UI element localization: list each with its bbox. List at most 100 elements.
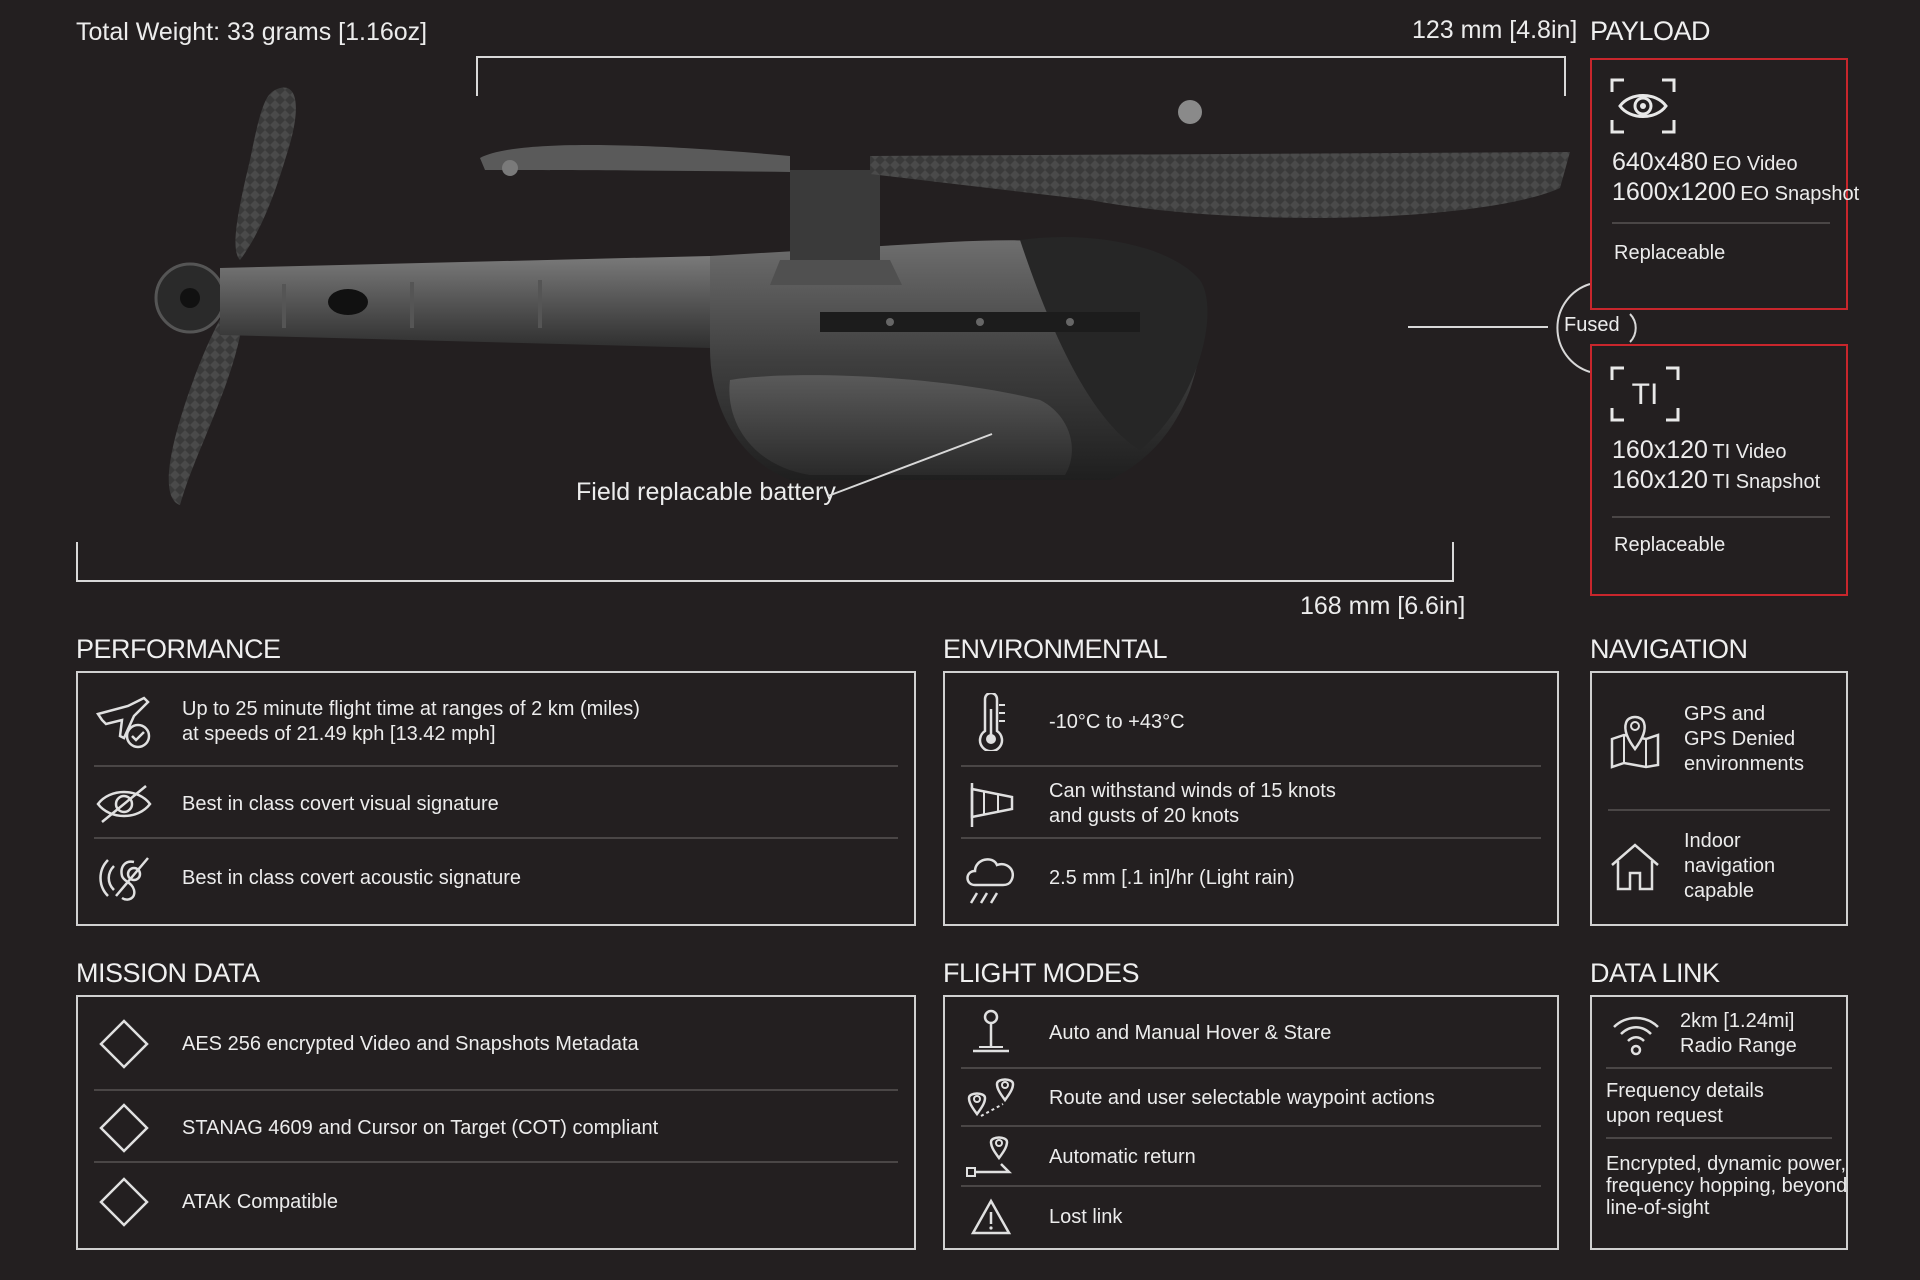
navigation-item-gps: GPS and GPS Denied environments — [1608, 689, 1830, 789]
mission-data-panel: AES 256 encrypted Video and Snapshots Me… — [76, 995, 916, 1250]
battery-callout-label: Field replacable battery — [576, 478, 836, 506]
eo-separator — [1612, 222, 1830, 224]
flight-modes-title: FLIGHT MODES — [943, 958, 1140, 988]
flight-mode-return-text: Automatic return — [1049, 1145, 1196, 1168]
rotor-span-dimension-label: 168 mm [6.6in] — [1300, 592, 1466, 620]
wind-text-2: and gusts of 20 knots — [1049, 805, 1240, 827]
data-link-encryption-text-3: line-of-sight — [1606, 1197, 1710, 1219]
navigation-title: NAVIGATION — [1590, 634, 1748, 664]
mission-item-aes: AES 256 encrypted Video and Snapshots Me… — [94, 1007, 898, 1081]
nav-gps-text-2: GPS Denied — [1684, 727, 1796, 750]
nav-gps-text-1: GPS and — [1684, 702, 1766, 725]
data-link-frequency-text-1: Frequency details — [1606, 1080, 1764, 1102]
thermometer-icon — [961, 693, 1021, 751]
data-link-panel: 2km [1.24mi] Radio Range Frequency detai… — [1590, 995, 1848, 1250]
ti-video-resolution: 160x120 — [1612, 436, 1708, 464]
flight-mode-route: Route and user selectable waypoint actio… — [961, 1071, 1541, 1125]
data-link-encryption-text-2: frequency hopping, beyond — [1606, 1175, 1848, 1197]
mission-separator-2 — [94, 1161, 898, 1163]
flight-mode-hover: Auto and Manual Hover & Stare — [961, 1005, 1541, 1061]
performance-acoustic-text: Best in class covert acoustic signature — [182, 866, 522, 889]
environmental-panel: -10°C to +43°C Can withstand winds of 15… — [943, 671, 1559, 926]
wifi-signal-icon — [1610, 1011, 1662, 1057]
warning-triangle-icon — [961, 1197, 1021, 1237]
waypoint-route-icon — [961, 1076, 1021, 1120]
fused-bracket — [1556, 283, 1637, 373]
performance-panel: Up to 25 minute flight time at ranges of… — [76, 671, 916, 926]
environmental-item-rain: 2.5 mm [.1 in]/hr (Light rain) — [961, 843, 1541, 913]
fused-label: Fused — [1564, 314, 1620, 336]
data-link-separator-2 — [1606, 1137, 1832, 1139]
rain-cloud-icon — [961, 851, 1021, 905]
mission-data-title: MISSION DATA — [76, 958, 260, 988]
acoustic-icon — [94, 852, 154, 904]
environmental-separator-1 — [961, 765, 1541, 767]
top-dimension-line — [476, 56, 1566, 58]
data-link-frequency-text-2: upon request — [1606, 1105, 1723, 1127]
windsock-icon — [961, 779, 1021, 829]
navigation-panel: GPS and GPS Denied environments Indoor n… — [1590, 671, 1848, 926]
environmental-title: ENVIRONMENTAL — [943, 634, 1168, 664]
performance-separator-2 — [94, 837, 898, 839]
total-weight-label: Total Weight: 33 grams [1.16oz] — [76, 18, 428, 46]
payload-title: PAYLOAD — [1590, 16, 1711, 46]
top-dimension-tick-left — [476, 56, 478, 96]
eye-slash-icon — [94, 782, 154, 826]
ti-icon-text: TI — [1632, 378, 1659, 411]
thermal-ti-icon: TI — [1610, 366, 1680, 422]
top-dimension-tick-right — [1564, 56, 1566, 96]
environmental-item-wind: Can withstand winds of 15 knots and gust… — [961, 771, 1541, 837]
flight-modes-separator-1 — [961, 1067, 1541, 1069]
nav-indoor-text-1: Indoor navigation — [1684, 829, 1776, 877]
flight-mode-hover-text: Auto and Manual Hover & Stare — [1049, 1021, 1332, 1044]
flight-mode-route-text: Route and user selectable waypoint actio… — [1049, 1086, 1435, 1109]
diamond-icon — [94, 1017, 154, 1071]
mission-item-stanag: STANAG 4609 and Cursor on Target (COT) c… — [94, 1095, 898, 1161]
navigation-item-indoor: Indoor navigation capable — [1608, 821, 1830, 911]
mission-aes-text: AES 256 encrypted Video and Snapshots Me… — [182, 1032, 639, 1055]
temperature-range-text: -10°C to +43°C — [1049, 710, 1185, 733]
eo-snapshot-resolution: 1600x1200 — [1612, 178, 1736, 206]
drone-illustration — [154, 87, 1570, 505]
eo-replaceable-note: Replaceable — [1614, 242, 1726, 264]
ti-replaceable-note: Replaceable — [1614, 534, 1726, 556]
eo-snapshot-label: EO Snapshot — [1740, 183, 1860, 205]
diamond-icon — [94, 1101, 154, 1155]
performance-flight-text-1: Up to 25 minute flight time at ranges of… — [182, 698, 640, 720]
battery-callout-line — [827, 433, 993, 497]
flight-modes-separator-2 — [961, 1125, 1541, 1127]
flight-time-icon — [94, 694, 154, 750]
environmental-separator-2 — [961, 837, 1541, 839]
nav-indoor-text-2: capable — [1684, 879, 1755, 902]
performance-separator-1 — [94, 765, 898, 767]
eo-video-resolution: 640x480 — [1612, 148, 1708, 176]
bottom-dimension-line — [76, 580, 1454, 582]
environmental-item-temperature: -10°C to +43°C — [961, 685, 1541, 759]
eye-camera-icon — [1610, 78, 1676, 134]
mission-item-atak: ATAK Compatible — [94, 1167, 898, 1237]
bottom-dimension-tick-right — [1452, 542, 1454, 582]
ti-video-label: TI Video — [1712, 441, 1787, 463]
performance-item-flight-time: Up to 25 minute flight time at ranges of… — [94, 685, 898, 759]
flight-mode-return: Automatic return — [961, 1129, 1541, 1185]
eo-video-label: EO Video — [1712, 153, 1798, 175]
ti-snapshot-resolution: 160x120 — [1612, 466, 1708, 494]
flight-mode-lost-link-text: Lost link — [1049, 1205, 1123, 1228]
data-link-range-text-2: Radio Range — [1680, 1035, 1797, 1057]
payload-ti-card: TI 160x120 TI Video 160x120 TI Snapshot … — [1590, 344, 1848, 596]
ti-separator — [1612, 516, 1830, 518]
map-pin-icon — [1608, 709, 1662, 769]
mission-separator-1 — [94, 1089, 898, 1091]
data-link-separator-1 — [1606, 1067, 1832, 1069]
fused-connector-line — [1408, 326, 1548, 328]
performance-item-visual: Best in class covert visual signature — [94, 771, 898, 837]
return-home-icon — [961, 1134, 1021, 1180]
flight-mode-lost-link: Lost link — [961, 1189, 1541, 1245]
bottom-dimension-tick-left — [76, 542, 78, 582]
length-dimension-label: 123 mm [4.8in] — [1412, 16, 1578, 44]
wind-text-1: Can withstand winds of 15 knots — [1049, 780, 1336, 802]
performance-title: PERFORMANCE — [76, 634, 281, 664]
navigation-separator — [1608, 809, 1830, 811]
hover-joystick-icon — [961, 1009, 1021, 1057]
performance-visual-text: Best in class covert visual signature — [182, 792, 499, 815]
